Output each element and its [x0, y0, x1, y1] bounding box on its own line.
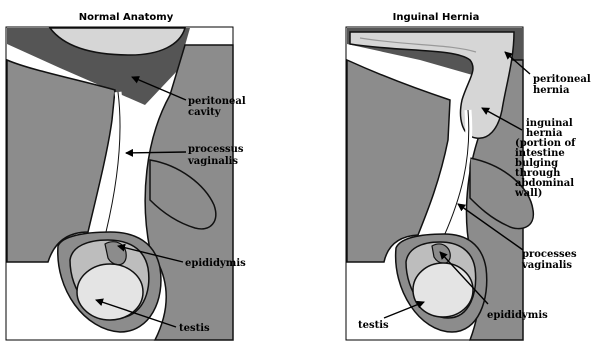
- arrow-processus-vaginalis: [126, 152, 186, 153]
- label-testis: testis: [179, 323, 210, 334]
- hernia-illustration: [346, 27, 533, 340]
- label-peritoneal-hernia: peritoneal hernia: [533, 74, 594, 96]
- panel-inguinal-hernia: Inguinal Hernia: [346, 12, 594, 340]
- panel-normal-anatomy: Normal Anatomy: [6, 12, 249, 340]
- normal-illustration: [6, 27, 233, 340]
- label-epididymis-hernia: epididymis: [487, 310, 548, 321]
- panel-title-normal: Normal Anatomy: [79, 12, 174, 23]
- label-peritoneal-cavity: peritoneal cavity: [188, 96, 249, 118]
- panel-title-hernia: Inguinal Hernia: [393, 12, 480, 23]
- label-processes-vaginalis: processes vaginalis: [521, 249, 580, 271]
- label-testis-hernia: testis: [358, 320, 389, 331]
- label-epididymis: epididymis: [185, 258, 246, 269]
- label-processus-vaginalis: processus vaginalis: [187, 144, 247, 167]
